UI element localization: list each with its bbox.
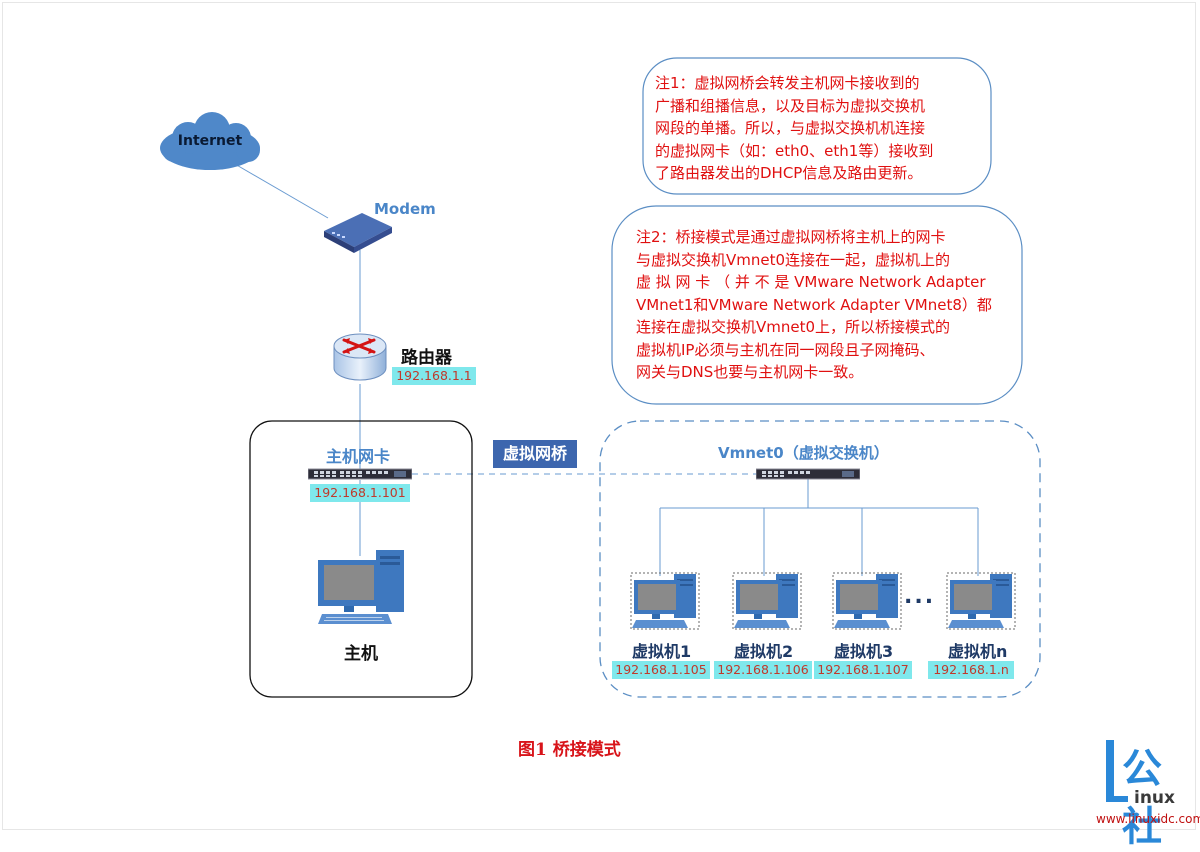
vm-name: 虚拟机n — [948, 642, 1008, 661]
note-line: 虚 拟 网 卡 （ 并 不 是 VMware Network Adapter — [636, 273, 986, 291]
modem-icon — [324, 213, 392, 253]
diagram-frame — [2, 2, 1196, 830]
vm-ip: 192.168.1.105 — [612, 661, 710, 679]
vm-name: 虚拟机1 — [632, 642, 692, 661]
router-ip: 192.168.1.1 — [392, 367, 476, 385]
vm-name: 虚拟机3 — [834, 642, 894, 661]
vm-ip: 192.168.1.106 — [714, 661, 812, 679]
vm-computer-icon — [732, 572, 802, 634]
internet-label: Internet — [177, 133, 243, 149]
watermark-inux: inux — [1134, 788, 1175, 808]
watermark-url: www.linuxidc.com — [1096, 812, 1200, 826]
note-line: 与虚拟交换机Vmnet0连接在一起，虚拟机上的 — [636, 250, 951, 269]
cloud-icon — [160, 112, 260, 170]
router-icon — [333, 333, 387, 381]
note-1: 注1：虚拟网桥会转发主机网卡接收到的广播和组播信息，以及目标为虚拟交换机网段的单… — [655, 72, 985, 185]
linux-l-logo — [1106, 740, 1128, 802]
vm-computer-icon — [832, 572, 902, 634]
note-line: 虚拟机IP必须与主机在同一网段且子网掩码、 — [636, 340, 935, 359]
note-line: 的虚拟网卡（如：eth0、eth1等）接收到 — [655, 141, 934, 160]
figure-caption: 图1 桥接模式 — [518, 740, 621, 760]
host-nic-label: 主机网卡 — [326, 447, 391, 466]
vswitch-icon — [756, 468, 860, 480]
note-line: 网段的单播。所以，与虚拟交换机机连接 — [655, 119, 926, 137]
vswitch-label: Vmnet0（虚拟交换机） — [718, 444, 889, 462]
vm-computer-icon — [946, 572, 1016, 634]
note-line: 注2：桥接模式是通过虚拟网桥将主机上的网卡 — [636, 228, 946, 246]
router-label: 路由器 — [401, 348, 452, 368]
computer-icon — [318, 550, 404, 624]
modem-label: Modem — [374, 200, 436, 218]
note-line: 注1：虚拟网桥会转发主机网卡接收到的 — [655, 74, 920, 92]
note-line: 网关与DNS也要与主机网卡一致。 — [636, 363, 864, 381]
note-2: 注2：桥接模式是通过虚拟网桥将主机上的网卡与虚拟交换机Vmnet0连接在一起，虚… — [636, 226, 1008, 384]
host-label: 主机 — [344, 644, 378, 664]
host-nic-ip: 192.168.1.101 — [310, 484, 410, 502]
nic-switch-icon — [308, 468, 412, 480]
vm-computer-icon — [630, 572, 700, 634]
connection-lines — [227, 57, 1041, 698]
note-line: 连接在虚拟交换机Vmnet0上，所以桥接模式的 — [636, 318, 951, 336]
note-line: 广播和组播信息，以及目标为虚拟交换机 — [655, 96, 926, 115]
note-line: 了路由器发出的DHCP信息及路由更新。 — [655, 164, 923, 182]
vm-ip: 192.168.1.n — [928, 661, 1014, 679]
vm-ellipsis: ... — [904, 584, 936, 609]
vm-name: 虚拟机2 — [734, 642, 794, 661]
virtual-bridge-label: 虚拟网桥 — [493, 440, 577, 468]
watermark-logo: 公社 inux — [1100, 738, 1196, 850]
vm-ip: 192.168.1.107 — [814, 661, 912, 679]
note-line: VMnet1和VMware Network Adapter VMnet8）都 — [636, 295, 992, 314]
